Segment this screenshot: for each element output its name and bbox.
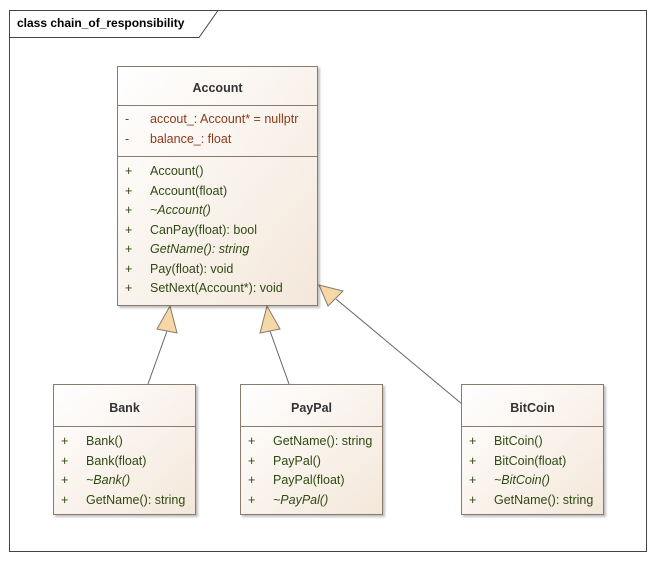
operation-row[interactable]: + GetName(): string [241, 432, 382, 452]
visibility-marker: - [125, 112, 130, 126]
operation-row[interactable]: + BitCoin() [462, 432, 603, 452]
operation-text: BitCoin() [494, 434, 543, 448]
class-paypal-operations: + GetName(): string + PayPal() + PayPal(… [241, 427, 382, 510]
paypal-inheritance-arrowhead [259, 304, 281, 334]
visibility-marker: + [125, 261, 133, 276]
operation-text: GetName(): string [273, 434, 373, 448]
attribute-text: accout_: Account* = nullptr [150, 112, 299, 126]
bitcoin-inheritance-arrowhead [318, 284, 344, 307]
operation-text: BitCoin(float) [494, 453, 567, 468]
visibility-marker: + [61, 453, 69, 468]
operation-row[interactable]: + ~PayPal() [241, 491, 382, 511]
class-bitcoin-separator [462, 426, 603, 427]
visibility-marker: - [125, 131, 130, 146]
bitcoin-inheritance-line [335, 298, 463, 405]
operation-text: ~BitCoin() [494, 473, 550, 487]
operation-text: SetNext(Account*): void [150, 281, 283, 295]
attribute-row[interactable]: - accout_: Account* = nullptr [118, 110, 317, 130]
operation-row[interactable]: + Account() [118, 162, 317, 182]
class-bank-name: Bank [109, 401, 140, 415]
visibility-marker: + [125, 183, 133, 198]
class-bank-operations: + Bank() + Bank(float) + ~Bank() + GetNa… [54, 427, 195, 510]
visibility-marker: + [469, 473, 477, 487]
operation-row[interactable]: + Pay(float): void [118, 260, 317, 280]
operation-row[interactable]: + GetName(): string [54, 491, 195, 511]
visibility-marker: + [248, 492, 256, 507]
operation-row[interactable]: + Account(float) [118, 182, 317, 202]
visibility-marker: + [248, 453, 256, 468]
operation-row[interactable]: + SetNext(Account*): void [118, 279, 317, 299]
operation-text: PayPal() [273, 453, 321, 468]
class-account-operations: + Account() + Account(float) + ~Account(… [118, 157, 317, 299]
class-bitcoin-operations: + BitCoin() + BitCoin(float) + ~BitCoin(… [462, 427, 603, 510]
operation-text: ~Bank() [86, 473, 131, 487]
operation-row[interactable]: + GetName(): string [462, 491, 603, 511]
operation-row[interactable]: + Bank(float) [54, 452, 195, 472]
operation-text: PayPal(float) [273, 473, 345, 487]
operation-row[interactable]: + BitCoin(float) [462, 452, 603, 472]
class-paypal[interactable]: PayPal + GetName(): string + PayPal() + … [240, 384, 383, 515]
operation-row[interactable]: + ~Account() [118, 201, 317, 221]
operation-text: Account() [150, 164, 204, 178]
operation-row[interactable]: + ~Bank() [54, 471, 195, 491]
operation-text: CanPay(float): bool [150, 222, 258, 237]
operation-row[interactable]: + PayPal(float) [241, 471, 382, 491]
bank-inheritance-arrowhead [156, 304, 178, 334]
operation-text: Account(float) [150, 183, 228, 198]
operation-text: GetName(): string [494, 492, 594, 507]
operation-text: GetName(): string [150, 242, 250, 256]
operation-row[interactable]: + Bank() [54, 432, 195, 452]
bank-inheritance-line [147, 330, 168, 385]
operation-text: Pay(float): void [150, 261, 234, 276]
class-account-separator [118, 156, 317, 157]
operation-text: ~Account() [150, 203, 211, 217]
visibility-marker: + [469, 492, 477, 507]
operation-text: Bank(float) [86, 453, 147, 468]
visibility-marker: + [125, 164, 133, 178]
attribute-row[interactable]: - balance_: float [118, 130, 317, 150]
operation-text: ~PayPal() [273, 492, 329, 507]
operation-text: Bank() [86, 434, 123, 448]
operation-row[interactable]: + CanPay(float): bool [118, 221, 317, 241]
visibility-marker: + [125, 281, 133, 295]
class-account-separator [118, 105, 317, 106]
attribute-text: balance_: float [150, 131, 232, 146]
visibility-marker: + [125, 242, 133, 256]
class-paypal-name: PayPal [290, 401, 332, 415]
frame-title: class chain_of_responsibility [17, 16, 185, 30]
visibility-marker: + [469, 453, 477, 468]
visibility-marker: + [248, 473, 256, 487]
visibility-marker: + [248, 434, 256, 448]
visibility-marker: + [125, 203, 133, 217]
visibility-marker: + [469, 434, 477, 448]
operation-row[interactable]: + ~BitCoin() [462, 471, 603, 491]
visibility-marker: + [125, 222, 133, 237]
operation-row[interactable]: + PayPal() [241, 452, 382, 472]
class-bank-separator [54, 426, 195, 427]
frame-tab [9, 10, 219, 38]
class-bitcoin-name: BitCoin [510, 401, 555, 415]
visibility-marker: + [61, 492, 69, 507]
class-account-attributes: - accout_: Account* = nullptr - balance_… [118, 106, 317, 156]
visibility-marker: + [61, 473, 69, 487]
class-bitcoin[interactable]: BitCoin + BitCoin() + BitCoin(float) + ~… [461, 384, 604, 515]
operation-row[interactable]: + GetName(): string [118, 240, 317, 260]
paypal-inheritance-line [269, 330, 290, 385]
diagram-frame [9, 10, 647, 552]
class-bank[interactable]: Bank + Bank() + Bank(float) + ~Bank() + … [53, 384, 196, 515]
class-account-name: Account [192, 81, 243, 95]
class-account[interactable]: Account - accout_: Account* = nullptr - … [117, 66, 318, 306]
class-paypal-separator [241, 426, 382, 427]
operation-text: GetName(): string [86, 492, 186, 507]
visibility-marker: + [61, 434, 69, 448]
